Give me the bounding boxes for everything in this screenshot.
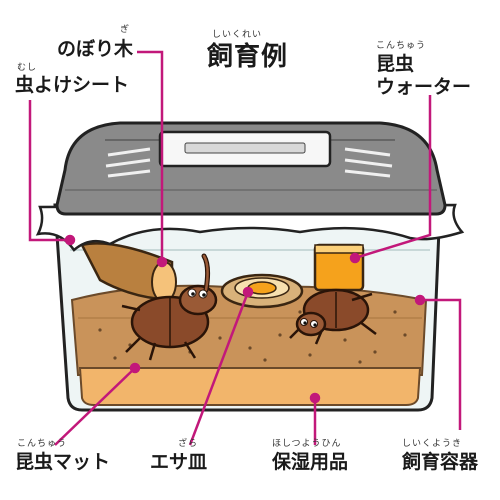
lid [55,121,447,216]
climbing-log-label: のぼり木 [57,38,134,60]
container-label: 飼育容器 [402,451,479,473]
net-sheet [35,203,465,252]
insect-water-ruby: こんちゅう [376,41,427,51]
food-dish-ruby: ざら [178,439,199,449]
insect-water-icon [313,243,365,292]
insect-water-label-line1: 昆虫 [376,53,415,75]
leader-lines [28,50,462,446]
food-dish [220,273,304,309]
climbing-log [80,242,177,303]
insect-mat-ruby: こんちゅう [17,439,68,449]
climbing-log-ruby: ぎ [120,25,131,35]
net-sheet-ruby: むし [17,63,38,73]
insect-mat-label: 昆虫マット [15,451,111,473]
beetle-icon [121,253,218,361]
container-ruby: しいくようき [402,439,463,449]
insect-water-label-line2: ウォーター [376,76,472,98]
food-dish-label: エサ皿 [150,451,208,473]
net-sheet-label: 虫よけシート [15,74,130,96]
humidity-item-ruby: ほしつようひん [272,439,342,449]
humidity-item-label: 保湿用品 [272,451,349,473]
page-title: 飼育例 [207,42,289,72]
beetle-icon [289,288,377,345]
title-ruby: しいくれい [212,30,263,40]
